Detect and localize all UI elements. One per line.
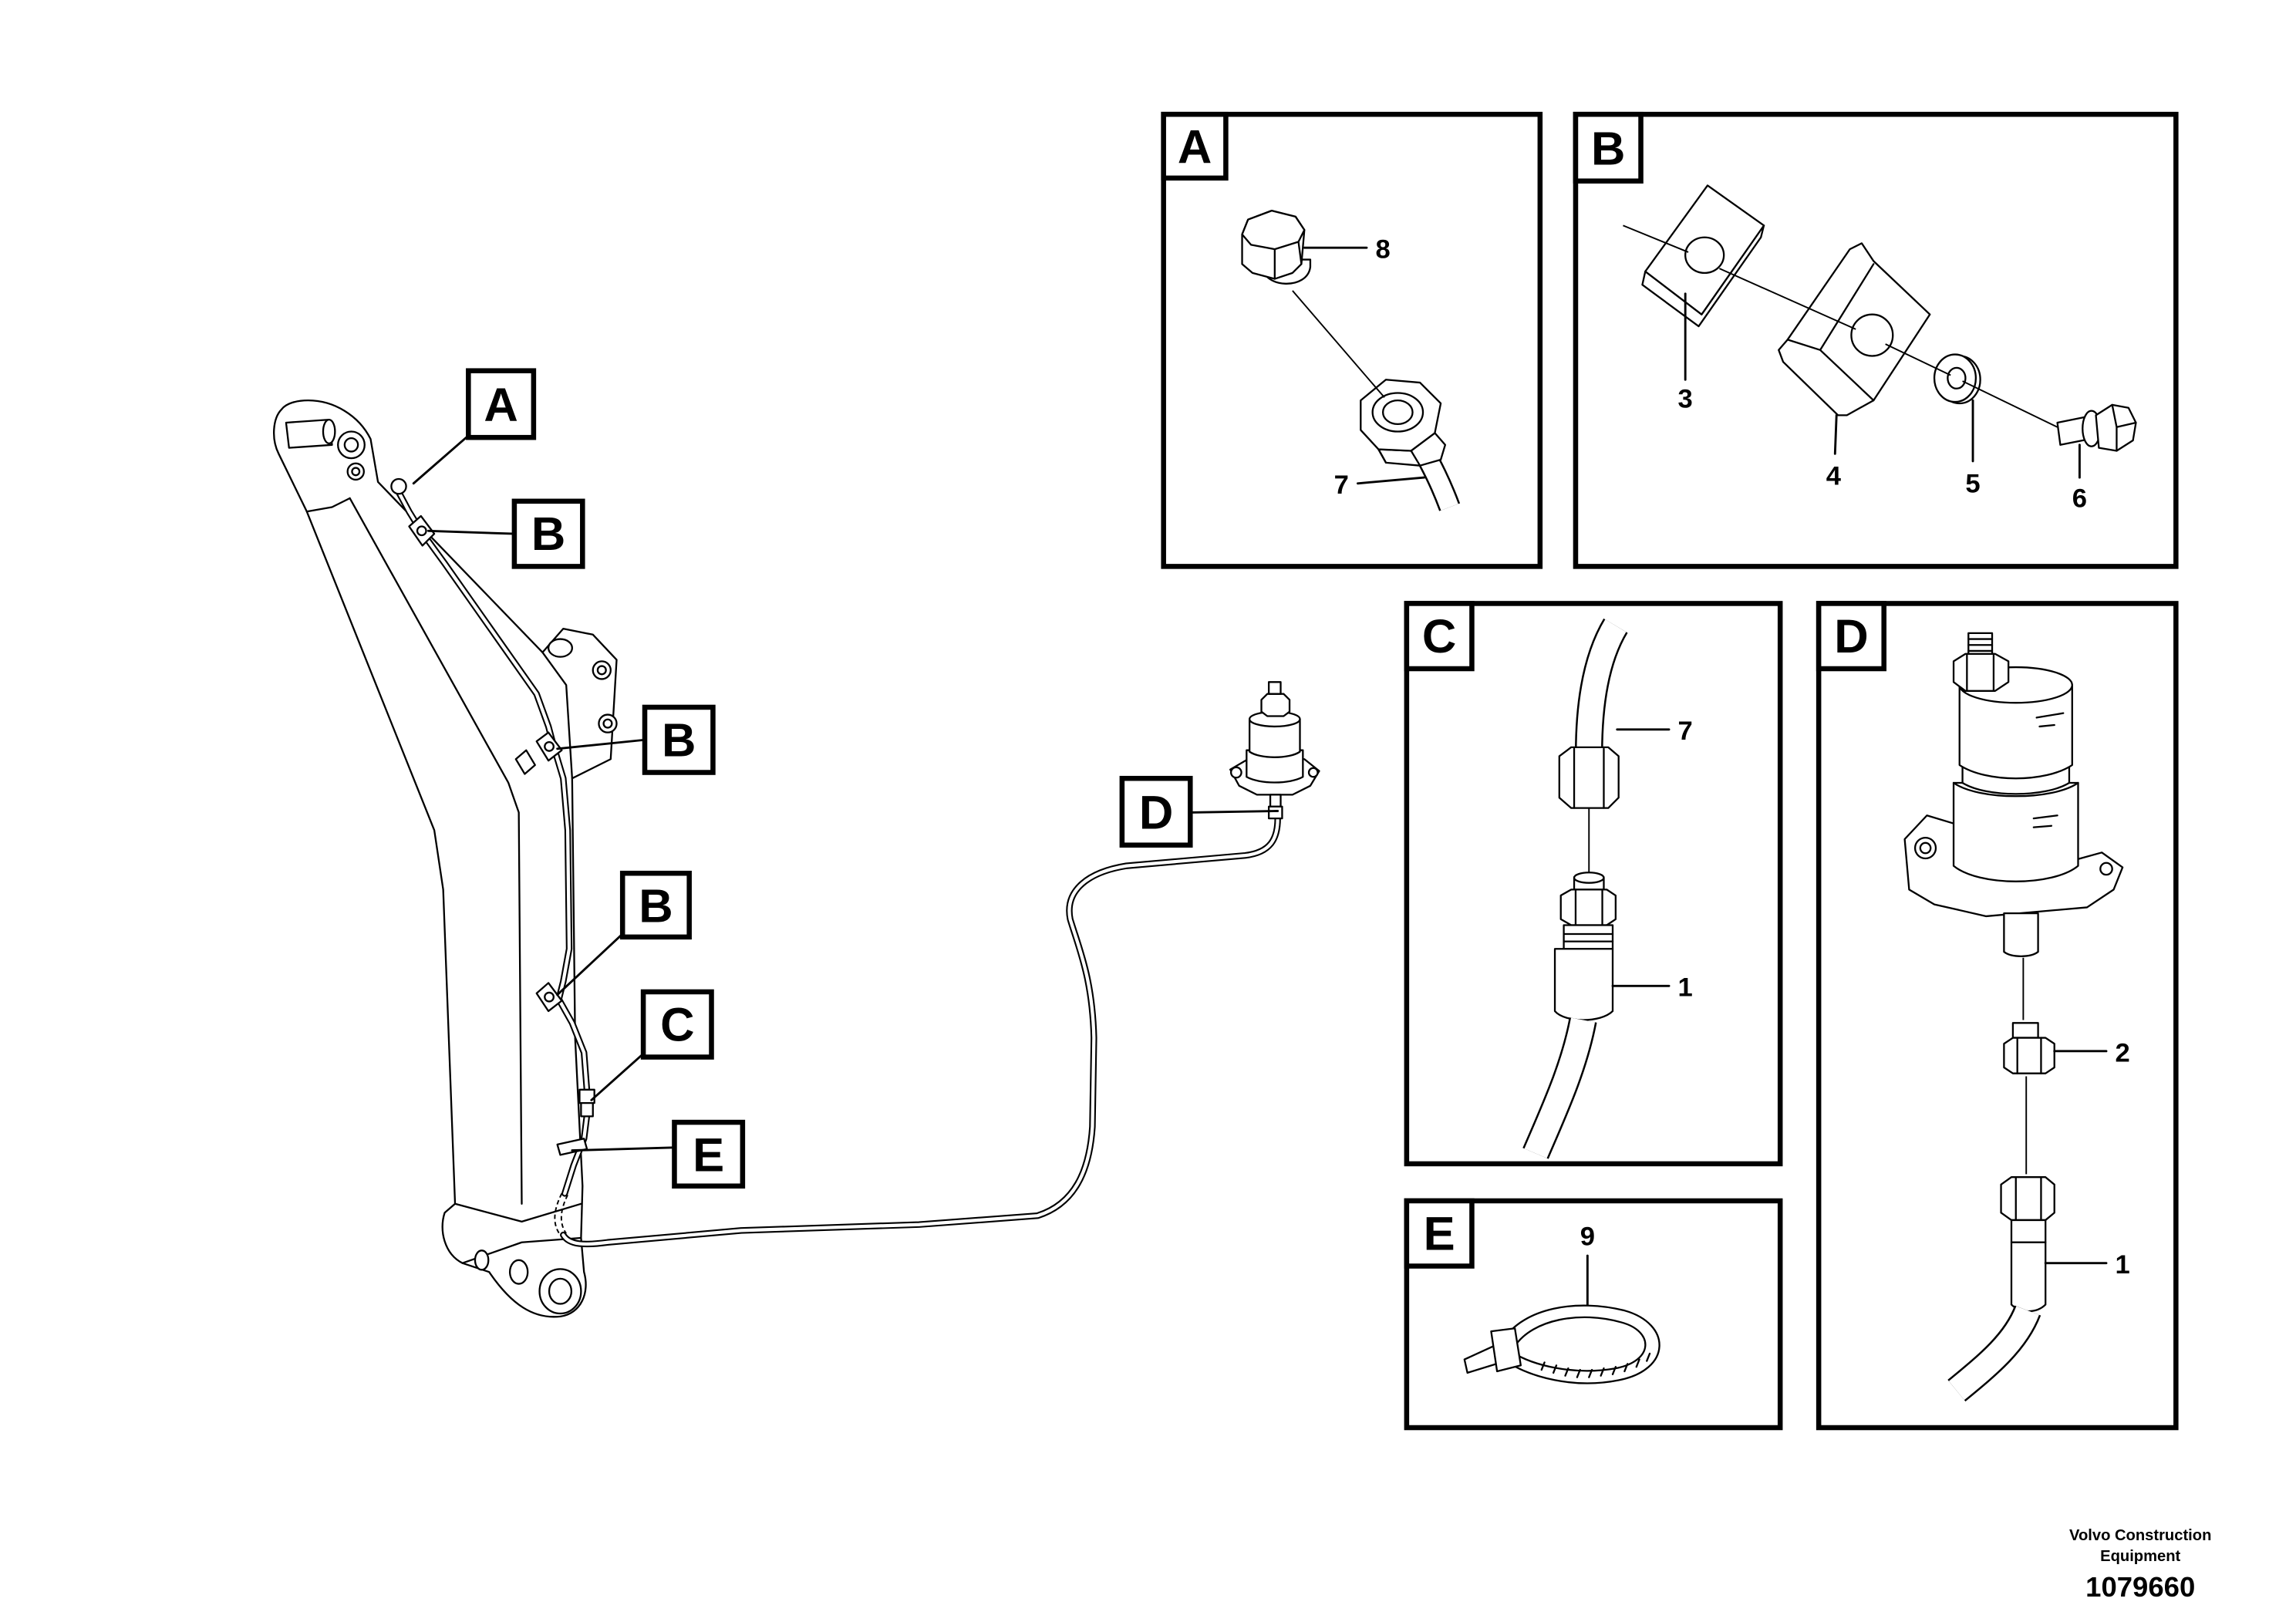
leader-b3 bbox=[556, 931, 625, 996]
adapter-fitting-icon bbox=[2003, 1022, 2055, 1074]
boom-head-boss-hole bbox=[343, 437, 359, 453]
hidden-hose-segment bbox=[554, 1192, 563, 1236]
boom-head-edge bbox=[305, 497, 351, 513]
bracket-hole-upper-core bbox=[596, 665, 607, 676]
boom-face-edge bbox=[349, 497, 523, 1205]
main-leader-lines bbox=[412, 431, 1279, 1152]
figure-number: 1079660 bbox=[2085, 1571, 2195, 1603]
boom-foot-hole-small bbox=[474, 1249, 490, 1271]
leader-d bbox=[1188, 810, 1279, 814]
part-number-8: 8 bbox=[1376, 235, 1391, 265]
leader-a bbox=[412, 431, 473, 485]
bracket-hole-lower-core bbox=[602, 718, 613, 729]
panel-d-label: D bbox=[1834, 610, 1868, 663]
boom-head-bolt-core bbox=[351, 467, 361, 477]
callout-b1-label: B bbox=[531, 508, 565, 561]
cable-tie-icon bbox=[1463, 1304, 1660, 1384]
callout-b2-label: B bbox=[662, 713, 696, 767]
callout-b3-label: B bbox=[639, 880, 673, 933]
callout-b3: B bbox=[619, 870, 692, 940]
plug-icon bbox=[1241, 209, 1312, 285]
part-number-1: 1 bbox=[1678, 973, 1693, 1003]
boom-foot-hole bbox=[508, 1259, 529, 1285]
boom-outline bbox=[273, 399, 618, 1318]
callout-d: D bbox=[1119, 775, 1193, 848]
part-number-4: 4 bbox=[1826, 462, 1842, 491]
detail-panel-c: C 7 1 bbox=[1404, 601, 1783, 1167]
panel-b-label: B bbox=[1591, 123, 1625, 176]
part-number-7: 7 bbox=[1334, 470, 1349, 500]
bracket-tab bbox=[514, 749, 536, 775]
fitting-location-c bbox=[578, 1088, 595, 1104]
callout-d-label: D bbox=[1139, 787, 1173, 840]
detail-panel-e: E 9 bbox=[1404, 1198, 1783, 1431]
part-number-1: 1 bbox=[2116, 1250, 2130, 1280]
part-number-2: 2 bbox=[2116, 1038, 2130, 1067]
flange-bolt-icon bbox=[2056, 403, 2137, 452]
part-number-9: 9 bbox=[1580, 1222, 1595, 1252]
boom-head-pin-end bbox=[322, 418, 336, 445]
panel-c-label: C bbox=[1422, 610, 1456, 663]
plug-location-a bbox=[390, 477, 407, 495]
part-number-6: 6 bbox=[2072, 484, 2087, 514]
square-plate-icon bbox=[1641, 184, 1765, 328]
detail-panel-a: A 8 7 bbox=[1161, 111, 1543, 569]
part-number-7: 7 bbox=[1678, 717, 1693, 746]
callout-a-label: A bbox=[484, 379, 518, 432]
boom-foot-boss-hole bbox=[548, 1277, 573, 1305]
panel-a-label: A bbox=[1178, 121, 1212, 174]
callout-c: C bbox=[640, 989, 714, 1060]
part-number-5: 5 bbox=[1965, 469, 1980, 498]
assembly-axis bbox=[1623, 224, 2058, 428]
callout-e: E bbox=[672, 1119, 746, 1189]
leader-part-4 bbox=[1833, 413, 1838, 455]
hose-end-fitting-icon bbox=[1553, 872, 1617, 1021]
company-name-line-1: Volvo Construction bbox=[2069, 1527, 2211, 1544]
callout-e-label: E bbox=[693, 1129, 724, 1182]
hose-end-fitting-icon bbox=[2000, 1176, 2055, 1313]
callout-b1: B bbox=[511, 498, 585, 569]
panel-e-label: E bbox=[1424, 1207, 1455, 1260]
leader-b1 bbox=[426, 529, 516, 535]
boom-head-pin bbox=[285, 418, 333, 449]
union-nut-icon bbox=[1558, 746, 1620, 809]
assembly-axis bbox=[1292, 290, 1385, 398]
pressure-sensor-icon bbox=[1903, 632, 2124, 957]
main-view: A B B B C E D bbox=[273, 368, 1320, 1318]
part-number-3: 3 bbox=[1678, 385, 1693, 414]
callout-c-label: C bbox=[660, 998, 694, 1051]
bracket-pin-hole bbox=[547, 638, 574, 658]
detail-panel-b: B bbox=[1573, 111, 2179, 569]
hydraulic-hose-line bbox=[390, 477, 1281, 1248]
leader-b2 bbox=[556, 738, 646, 750]
footer: Volvo Construction Equipment 1079660 bbox=[2069, 1527, 2211, 1603]
hose-nut-icon bbox=[1360, 379, 1446, 467]
leader-e bbox=[571, 1146, 676, 1152]
leader-part-7 bbox=[1357, 476, 1426, 485]
callout-b2: B bbox=[642, 704, 716, 775]
pressure-sensor-main-view bbox=[1229, 681, 1320, 820]
leader-c bbox=[590, 1050, 648, 1101]
company-name-line-2: Equipment bbox=[2100, 1548, 2180, 1565]
boom-arm bbox=[273, 399, 618, 1318]
detail-panel-d: D bbox=[1816, 601, 2179, 1431]
panel-a-frame bbox=[1161, 111, 1543, 569]
boom-foot-edge bbox=[453, 1202, 582, 1223]
callout-a: A bbox=[466, 368, 537, 440]
washer-icon bbox=[1933, 353, 1981, 405]
